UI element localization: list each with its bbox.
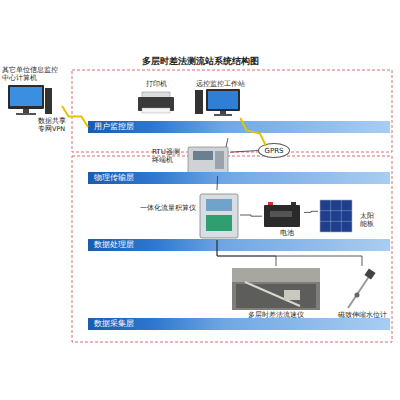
integrator-device xyxy=(200,194,238,238)
node-label: GPRS xyxy=(259,147,289,155)
wire-connector xyxy=(217,176,219,190)
edge-label: 数据共享 专网VPN xyxy=(38,117,72,133)
node-label: 打印机 xyxy=(132,80,180,88)
layer-band: 数据处理层 xyxy=(88,239,390,251)
node-label: RTU遥测终端机 xyxy=(152,148,186,164)
integrator-node: 一体化流量积算仪 xyxy=(140,190,240,240)
node-label: 远控监控工作站 xyxy=(186,80,254,88)
level-probe-icon xyxy=(348,268,376,308)
level-meter-node: 磁致伸缩水位计 xyxy=(330,266,394,320)
node-label: 一体化流量积算仪 xyxy=(140,204,200,212)
rtu-device xyxy=(188,138,228,173)
node-label: 其它单位信息监控中心计算机 xyxy=(2,66,58,82)
node-label: 太阳能板 xyxy=(360,212,376,228)
wire-connector xyxy=(304,211,318,212)
diagram-title: 多层时差法测流站系统结构图 xyxy=(0,55,400,68)
node-label: 数据采集层 xyxy=(94,318,154,330)
workstation-icon xyxy=(195,89,240,116)
wire-connector xyxy=(240,215,262,216)
workstation-node: 远控监控工作站 xyxy=(186,78,254,118)
layer-frame xyxy=(72,70,392,152)
computer-icon xyxy=(8,85,52,115)
printer-icon xyxy=(138,92,174,113)
wireless-link xyxy=(240,118,266,146)
gprs-ellipse: GPRS xyxy=(258,143,290,158)
node-label: 物理传输层 xyxy=(94,172,154,184)
wire-connector xyxy=(230,151,258,153)
solar-panel-icon xyxy=(320,200,352,232)
wire-connector xyxy=(217,240,276,266)
wire-connector xyxy=(217,240,362,266)
solar-node: 太阳能板 xyxy=(318,198,380,236)
rtu-node: RTU遥测终端机 xyxy=(152,142,230,176)
battery-icon xyxy=(264,202,300,227)
printer-node: 打印机 xyxy=(132,78,180,116)
battery-node: 电池 xyxy=(262,201,304,239)
computer-node: 其它单位信息监控中心计算机 xyxy=(2,66,62,116)
flowmeter-node: 多层时差法流速仪 xyxy=(228,266,324,320)
flowmeter-photo xyxy=(232,268,320,310)
node-label: 用户监控层 xyxy=(94,121,154,133)
layer-band: 数据采集层 xyxy=(88,318,390,330)
layer-band: 物理传输层 xyxy=(88,172,390,184)
node-label: 数据处理层 xyxy=(94,239,154,251)
node-label: 电池 xyxy=(280,229,304,237)
layer-band: 用户监控层 xyxy=(88,121,390,133)
